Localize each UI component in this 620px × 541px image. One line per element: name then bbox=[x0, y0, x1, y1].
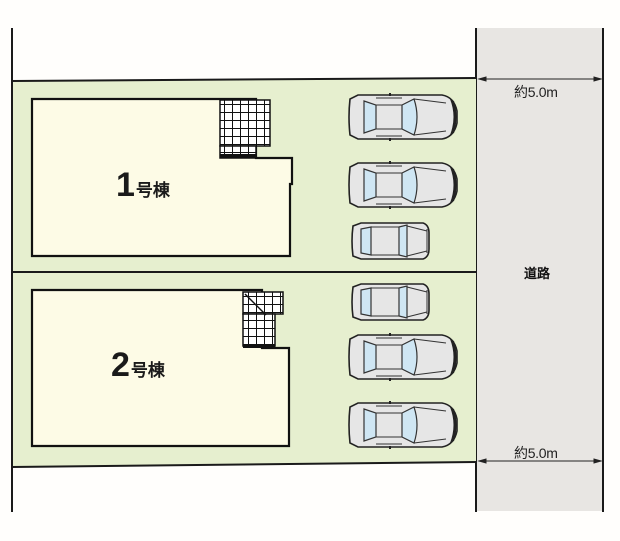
car-icon bbox=[348, 92, 458, 142]
car-icon bbox=[348, 400, 458, 450]
road-width-dimension-top bbox=[477, 76, 603, 82]
building-2-number: 2 bbox=[111, 346, 130, 384]
car-icon bbox=[348, 332, 458, 382]
road-width-bottom-label: 約5.0m bbox=[514, 445, 558, 461]
building-1-footprint bbox=[30, 97, 294, 258]
building-2-footprint bbox=[30, 288, 291, 448]
car-icon bbox=[348, 160, 458, 210]
building-1-number: 1 bbox=[116, 166, 135, 204]
lot-boundaries bbox=[11, 28, 477, 512]
road-width-dimension-bottom bbox=[477, 458, 603, 464]
road bbox=[475, 28, 604, 512]
road-label: 道路 bbox=[524, 267, 551, 282]
building-1-suffix: 号棟 bbox=[135, 181, 170, 201]
building-1-label: 1 号棟 bbox=[116, 168, 170, 202]
car-icon bbox=[351, 283, 430, 321]
stair-grid-icon bbox=[242, 291, 284, 348]
stair-grid-icon bbox=[219, 99, 271, 159]
road-width-top-label: 約5.0m bbox=[514, 84, 558, 100]
building-2-label: 2 号棟 bbox=[111, 348, 165, 382]
building-2-suffix: 号棟 bbox=[130, 361, 165, 381]
car-icon bbox=[351, 222, 430, 260]
